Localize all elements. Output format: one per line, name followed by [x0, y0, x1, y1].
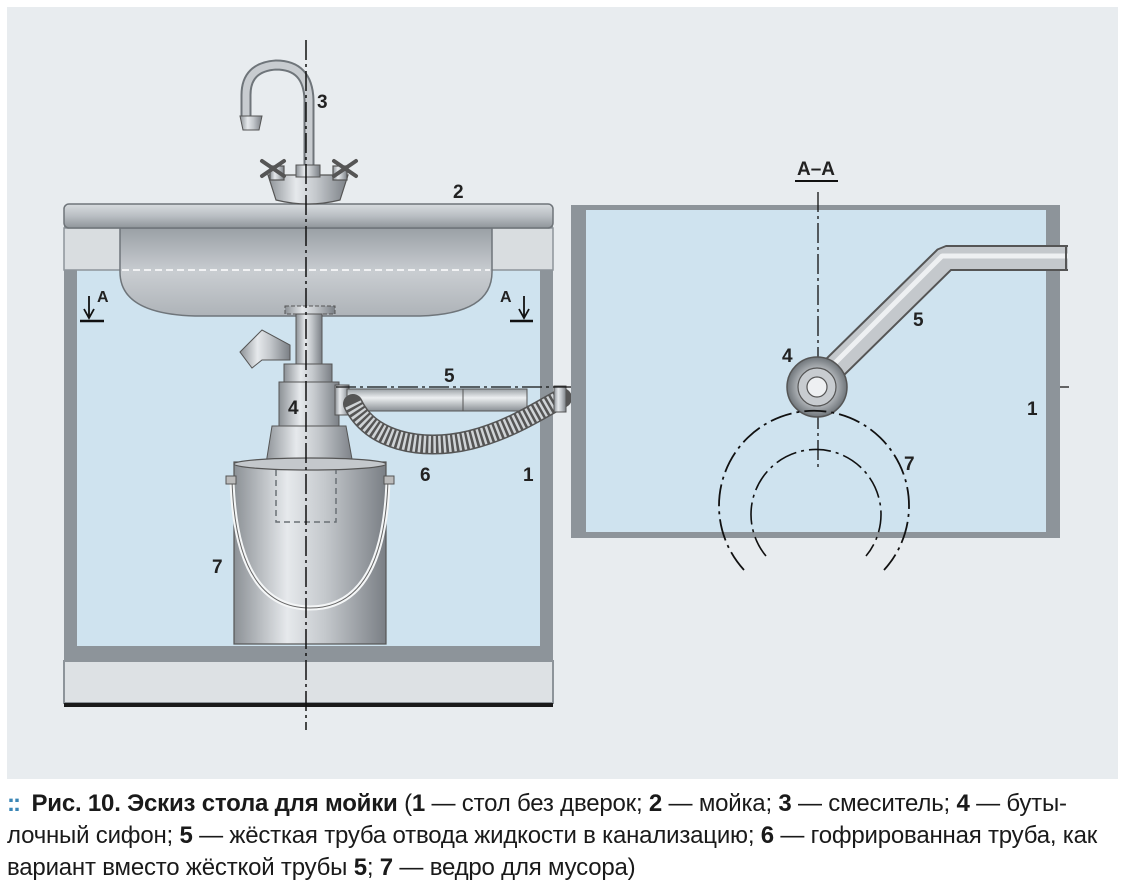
label-siphon-section: 4: [782, 346, 793, 367]
caption-text: — смеситель;: [798, 790, 950, 817]
caption-text: — стол без дверок;: [431, 790, 643, 817]
caption-text: — гофрированная труба, как: [780, 822, 1098, 849]
caption-open-paren: (: [404, 790, 412, 817]
caption-title: Эскиз стола для мойки: [127, 790, 398, 817]
caption-bullet-icon: ::: [7, 790, 21, 817]
caption-text: — ведро для мусора): [399, 854, 636, 881]
section-mark-right-label: А: [500, 289, 512, 306]
caption-num: 1: [411, 790, 426, 817]
label-corrugated-pipe: 6: [420, 465, 431, 486]
label-table: 1: [523, 465, 534, 486]
section-mark-right: А: [500, 289, 533, 323]
caption-num: 6: [760, 822, 774, 849]
section-mark-left: А: [80, 289, 109, 323]
caption-num: 2: [648, 790, 663, 817]
mixer: [239, 59, 358, 205]
caption-text: лочный сифон;: [7, 822, 173, 849]
caption-text: — мойка;: [668, 790, 773, 817]
caption-num: 5: [353, 854, 367, 881]
label-table-section: 1: [1027, 399, 1038, 420]
section-title: А–А: [797, 159, 835, 180]
label-siphon: 4: [288, 398, 299, 419]
caption-text: ;: [366, 854, 374, 881]
caption-text: вариант вместо жёсткой трубы: [7, 854, 348, 881]
section-view: А–А: [571, 159, 1068, 571]
caption-num: 7: [379, 854, 393, 881]
label-rigid-pipe-section: 5: [913, 310, 924, 331]
caption-text: — буты-: [976, 790, 1067, 817]
corrugated-pipe: [343, 385, 572, 455]
label-bucket-section: 7: [904, 454, 915, 475]
label-rigid-pipe: 5: [444, 366, 455, 387]
caption-num: 4: [956, 790, 970, 817]
bucket-front: [225, 457, 395, 645]
sink: [63, 203, 554, 317]
caption-text: — жёсткая труба отвода жидкости в канали…: [199, 822, 755, 849]
caption-num: 5: [179, 822, 193, 849]
figure-caption: :: Рис. 10. Эскиз стола для мойки (1 — с…: [7, 788, 1119, 884]
caption-figure-label: Рис. 10.: [31, 790, 121, 817]
label-sink: 2: [453, 182, 464, 203]
label-bucket: 7: [212, 557, 223, 578]
label-mixer: 3: [317, 92, 328, 113]
diagram: А А А–А 3 2 4 5 6 1 7 4 5 1 7: [63, 40, 1070, 730]
caption-num: 3: [778, 790, 792, 817]
section-mark-left-label: А: [97, 289, 109, 306]
